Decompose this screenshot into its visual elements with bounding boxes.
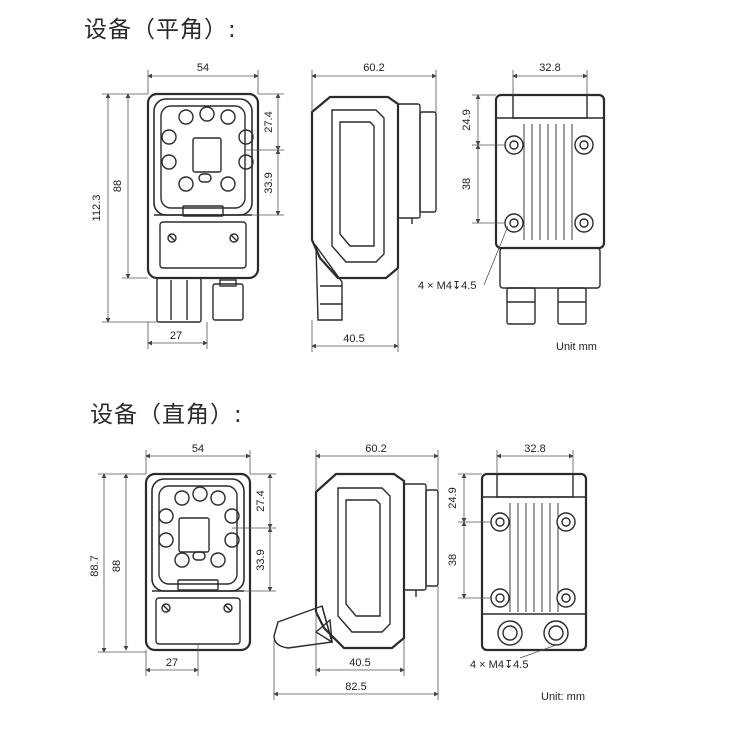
side-view-right (273, 472, 439, 650)
screw-spec-2: 4 × M4↧4.5 (470, 659, 528, 671)
unit-label-1: Unit mm (556, 341, 597, 353)
dim-connector-1: 27 (170, 330, 182, 342)
front-window (153, 98, 253, 216)
back-dims-right (458, 450, 574, 659)
dim-depth-1: 60.2 (363, 62, 384, 74)
side-dims-flat (311, 70, 437, 352)
dim-lower-2: 33.9 (255, 549, 267, 570)
dim-lower-depth-1: 40.5 (343, 333, 364, 345)
dim-overall-2: 82.5 (345, 681, 366, 693)
unit-label-2: Unit: mm (541, 691, 585, 703)
dim-back-upper-2: 24.9 (447, 487, 459, 508)
front-view-right (144, 472, 252, 652)
side-dims-right (273, 450, 439, 700)
dim-lower-1: 33.9 (263, 172, 275, 193)
dim-body-height-1: 88 (112, 180, 124, 192)
front-housing (146, 92, 260, 280)
dim-upper-2: 27.4 (255, 490, 267, 511)
dim-connector-2: 27 (166, 657, 178, 669)
front-dims-flat (102, 70, 284, 349)
dim-back-width-2: 32.8 (524, 443, 545, 455)
dim-upper-1: 27.4 (263, 111, 275, 132)
dim-total-height-2: 88.7 (89, 555, 101, 576)
dim-width-2: 54 (192, 443, 204, 455)
dim-back-upper-1: 24.9 (461, 109, 473, 130)
back-view-flat (494, 93, 606, 325)
section1-title: 设备（平角）: (84, 17, 237, 43)
front-view-flat (146, 92, 260, 323)
dim-back-spacing-1: 38 (461, 178, 473, 190)
dim-total-height-1: 112.3 (91, 195, 103, 222)
dim-lower-depth-2: 40.5 (349, 657, 370, 669)
dim-back-spacing-2: 38 (447, 554, 459, 566)
dim-depth-2: 60.2 (365, 443, 386, 455)
back-dims-flat (472, 70, 588, 286)
front-dims-right (98, 450, 276, 676)
side-view-flat (310, 95, 437, 321)
screw-spec-1: 4 × M4↧4.5 (418, 280, 476, 292)
section2-title: 设备（直角）: (90, 402, 243, 428)
dim-back-width-1: 32.8 (539, 62, 560, 74)
back-view-right (480, 472, 588, 652)
dim-width-1: 54 (197, 62, 209, 74)
dim-body-height-2: 88 (111, 560, 123, 572)
